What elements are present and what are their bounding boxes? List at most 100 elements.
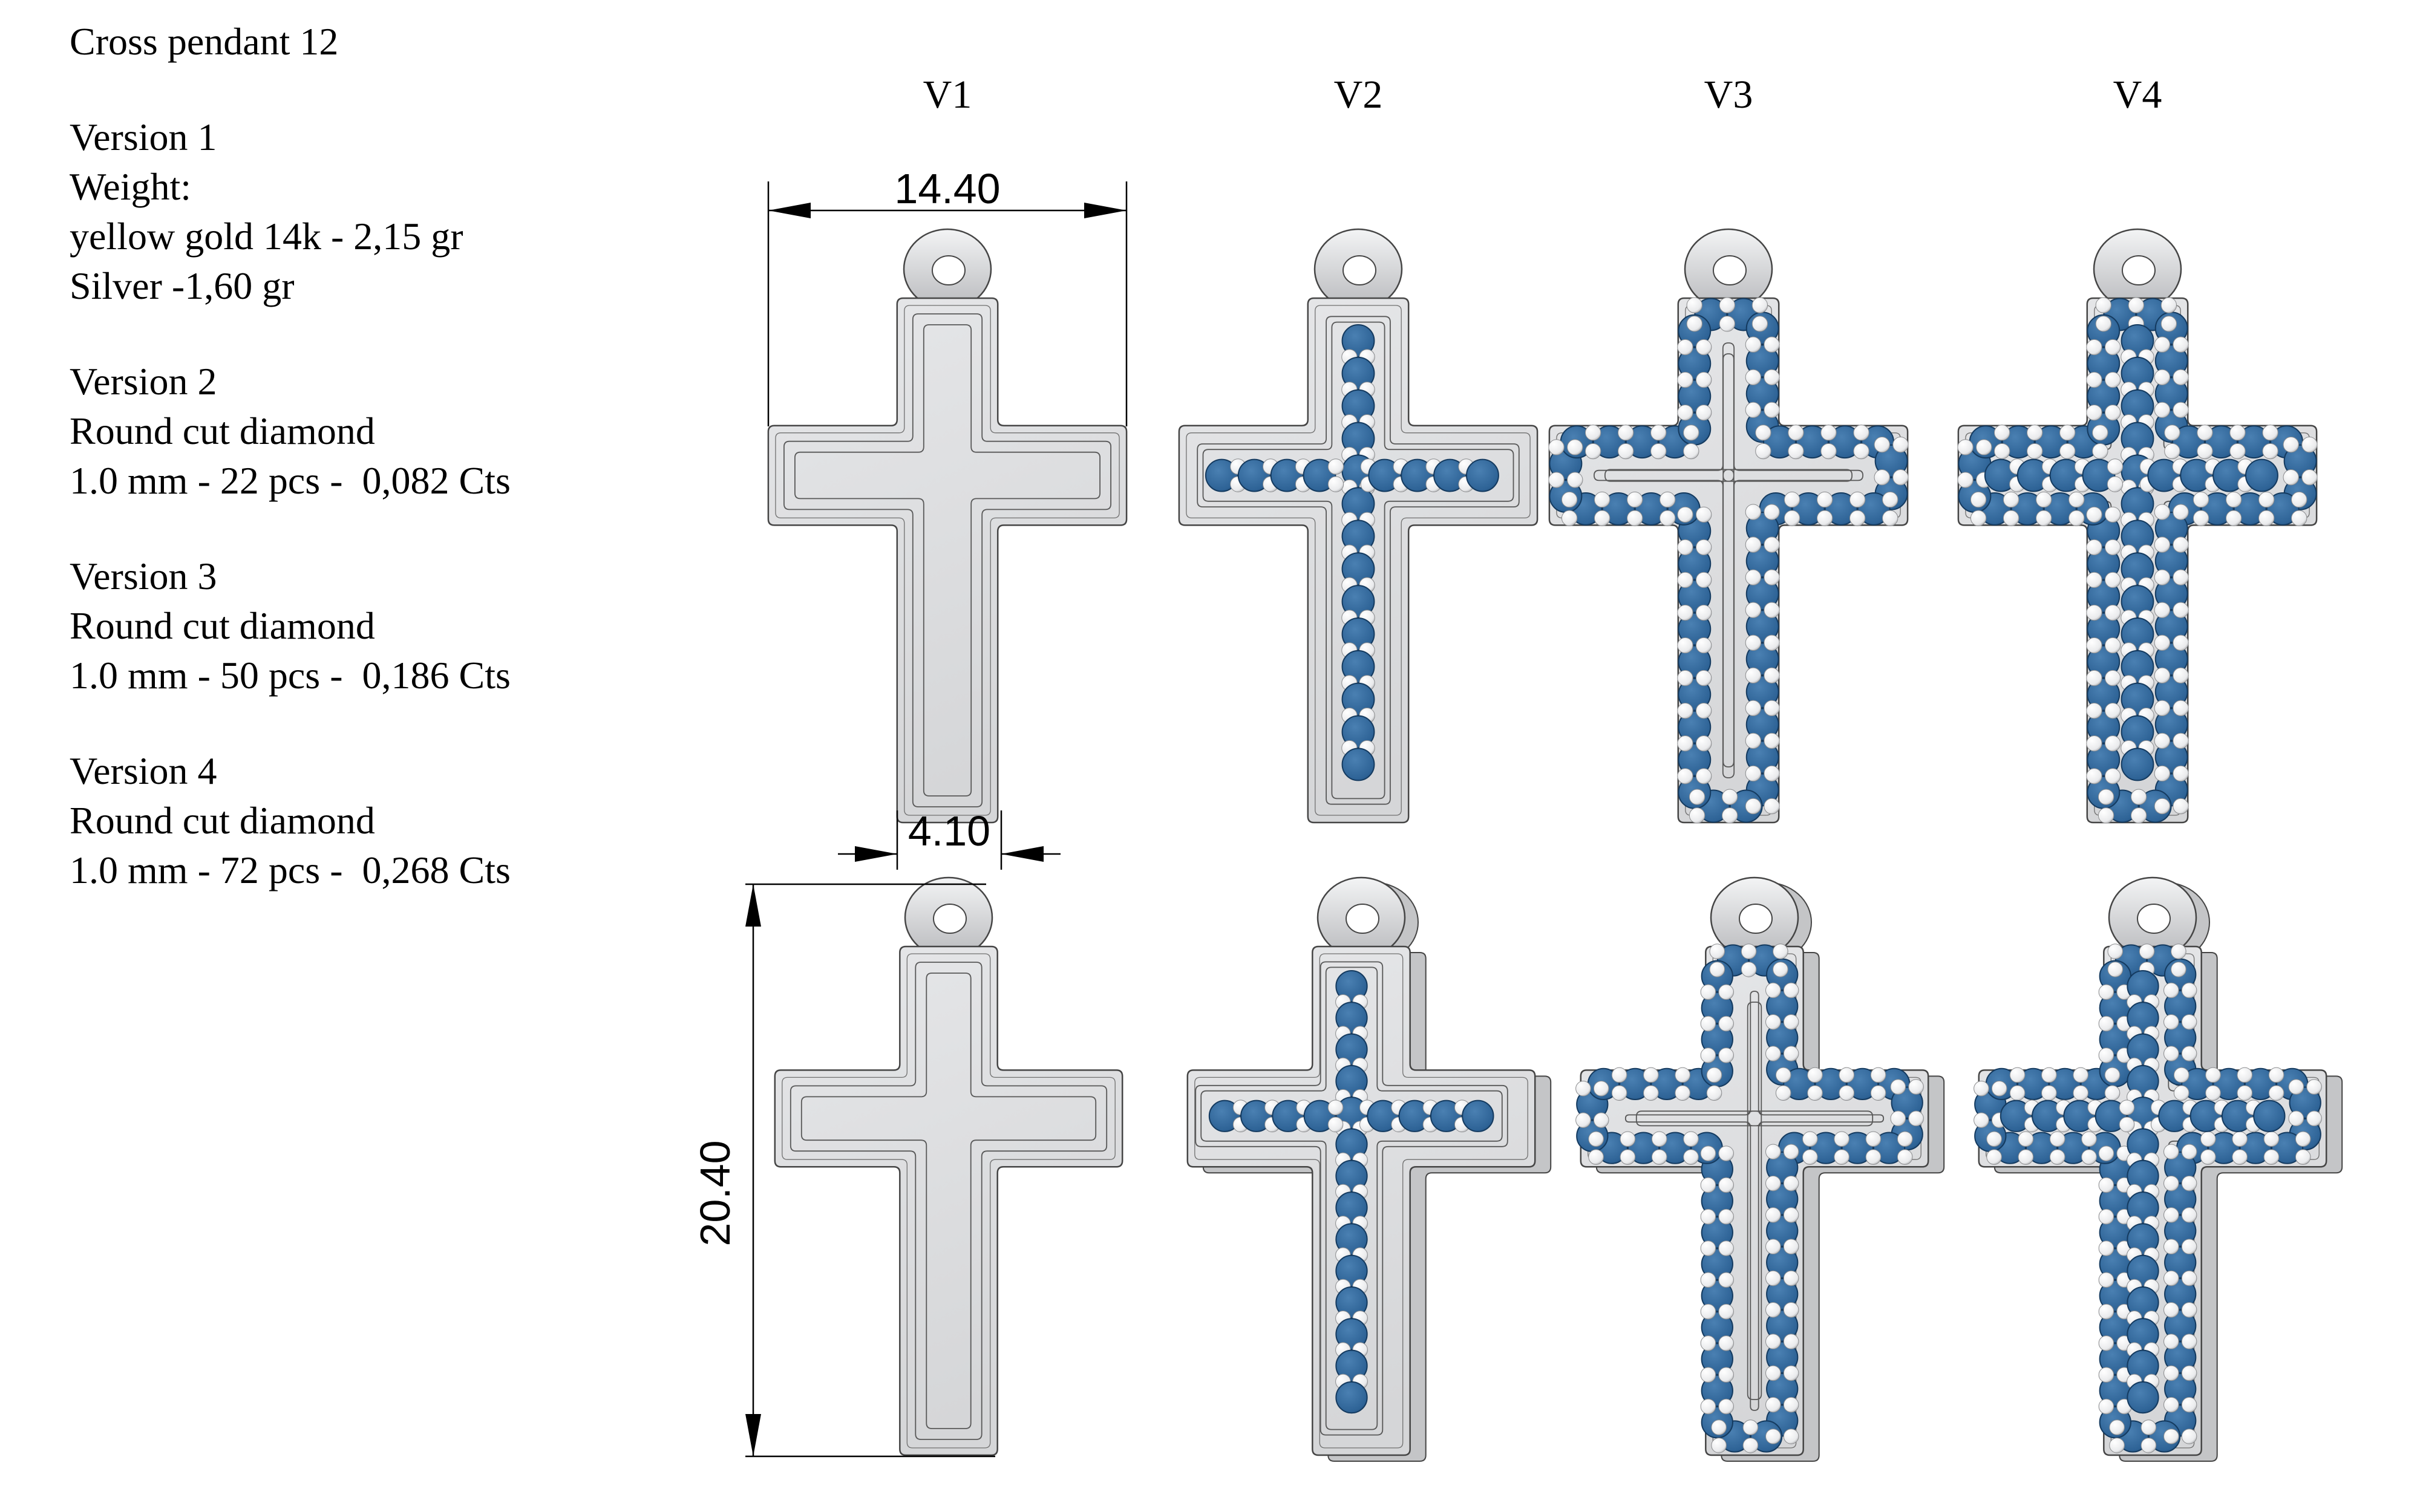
metal-bead [1594,510,1611,526]
metal-bead [1764,569,1780,585]
metal-bead [2181,1014,2197,1030]
metal-bead [2140,1419,2157,1435]
metal-bead [2104,768,2121,784]
metal-bead [2154,336,2171,353]
metal-bead [1897,1131,1913,1147]
metal-bead [2163,1175,2179,1191]
metal-bead [1993,443,2010,460]
metal-bead [1706,1067,1722,1083]
metal-bead [1986,1131,2002,1147]
metal-bead [1711,1438,1727,1453]
metal-bead [2139,943,2155,959]
metal-bead [2107,943,2124,959]
metal-bead [1745,369,1762,385]
diamond-stone [1341,682,1375,716]
dimension-height-value: 20.40 [692,1140,739,1246]
metal-bead [1683,443,1699,460]
metal-bead [1783,1365,1799,1381]
version-3-header: Version 3 [70,555,217,598]
metal-bead [2098,1015,2114,1032]
diamond-stone [2034,425,2068,459]
metal-bead [1974,1112,1989,1128]
diamond-stone [1601,492,1635,526]
version-2-header: Version 2 [70,360,217,403]
diamond-stone [2087,547,2121,581]
metal-bead [1784,491,1800,508]
metal-bead [1677,637,1693,654]
metal-bead [2306,1110,2322,1127]
diamond-stone [1745,740,1779,774]
metal-bead [1718,1177,1734,1193]
metal-bead [1689,807,1705,824]
diamond-stone [2087,710,2121,744]
metal-bead [2098,1240,2114,1256]
metal-bead [2086,604,2102,621]
metal-bead [1618,443,1634,460]
metal-bead [2086,506,2102,523]
metal-bead [1584,443,1601,460]
metal-bead [2268,1067,2284,1083]
cross-body [767,297,1128,824]
metal-bead [1575,1081,1591,1097]
diamond-stone [2237,425,2271,459]
diamond-stone [2245,458,2278,492]
metal-bead [2181,1046,2197,1061]
metal-bead [1783,1175,1799,1191]
metal-bead [2163,1207,2179,1223]
metal-bead [1718,1240,1734,1256]
diamond-stone [2121,748,2154,781]
diamond-stone [2253,1100,2286,1132]
diamond-stone [2049,458,2083,492]
metal-bead [2027,443,2043,460]
metal-bead [1594,491,1611,508]
metal-bead [2171,962,2186,977]
metal-bead [1991,1081,2007,1097]
metal-bead [2086,404,2102,421]
metal-bead [2205,1085,2221,1101]
metal-bead [1695,637,1712,654]
metal-bead [2181,1144,2197,1160]
metal-bead [1765,1144,1781,1160]
metal-bead [1626,510,1643,526]
metal-bead [1882,491,1898,508]
metal-bead [1783,1239,1799,1255]
metal-bead [1683,1149,1699,1165]
metal-bead [2237,1067,2253,1083]
metal-bead [1677,404,1693,421]
metal-bead [2258,491,2275,508]
column-header-v4: V4 [2113,73,2162,117]
metal-bead [1783,1014,1799,1030]
metal-bead [1970,510,1987,526]
diamond-stone [2001,425,2035,459]
metal-bead [2163,1334,2179,1349]
metal-bead [2160,297,2177,313]
metal-bead [2154,536,2171,553]
metal-bead [1700,1367,1716,1383]
metal-bead [2098,1367,2114,1383]
diamond-stone [2205,425,2238,459]
metal-bead [2173,765,2189,782]
metal-bead [2107,962,2124,977]
metal-bead [2154,402,2171,419]
metal-bead [1327,1100,1344,1115]
metal-bead [2181,1396,2197,1413]
diamond-stone [2154,512,2188,546]
metal-bead [1695,371,1712,388]
metal-bead [1764,798,1780,815]
metal-bead [1765,1429,1781,1444]
diamond-stone [2087,379,2121,413]
metal-bead [2104,604,2121,621]
metal-bead [2154,667,2171,684]
metal-bead [1986,1149,2002,1165]
metal-bead [1745,765,1762,782]
diamond-stone [1828,425,1862,459]
version-2-section: Version 2 Round cut diamond 1.0 mm - 22 … [70,357,735,506]
cross-v2-perspective [1186,876,1552,1462]
diamond-stone [2082,458,2116,492]
metal-bead [2059,443,2076,460]
diamond-stone [1433,458,1467,492]
metal-bead [1718,1367,1734,1383]
metal-bead [1788,425,1804,441]
metal-bead [1807,1085,1823,1101]
